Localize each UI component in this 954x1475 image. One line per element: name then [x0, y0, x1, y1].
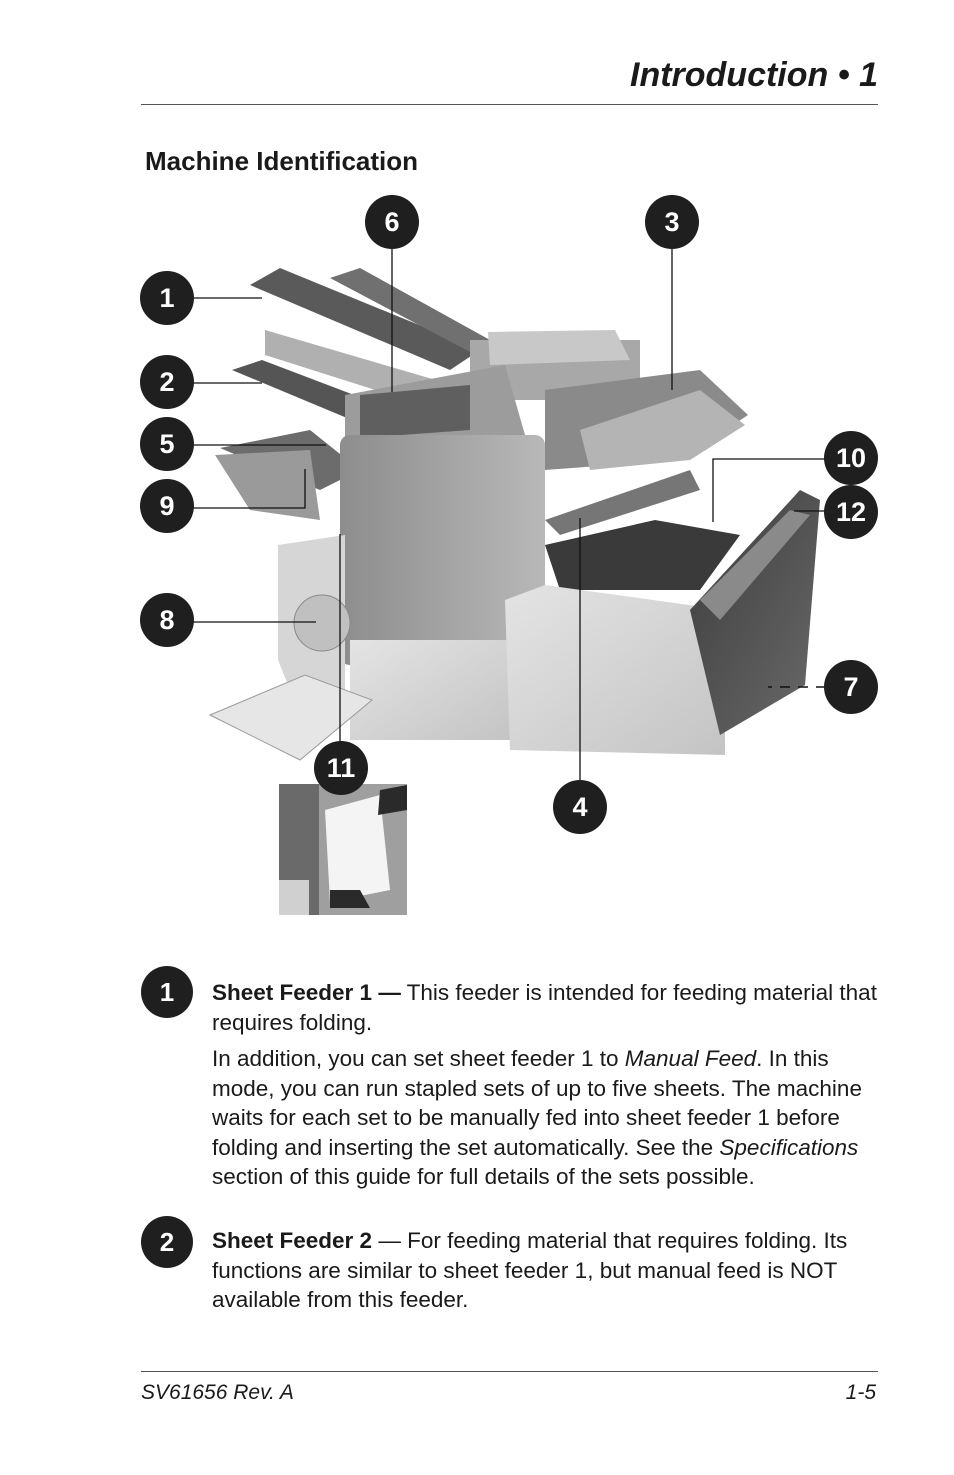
callout-2: 2 [140, 355, 194, 409]
svg-text:12: 12 [836, 497, 866, 527]
svg-text:5: 5 [159, 429, 174, 459]
item-2-title: Sheet Feeder 2 [212, 1228, 373, 1253]
callout-5: 5 [140, 417, 194, 471]
footer-rule [141, 1371, 878, 1372]
leader-lines [193, 248, 826, 784]
callout-6: 6 [365, 195, 419, 249]
callout-3: 3 [645, 195, 699, 249]
svg-text:9: 9 [159, 491, 174, 521]
svg-text:1: 1 [159, 283, 174, 313]
header-rule [141, 104, 878, 105]
svg-text:2: 2 [159, 367, 174, 397]
item-2-text: — For feeding material that requires fol… [212, 1228, 848, 1312]
svg-text:6: 6 [384, 207, 399, 237]
footer-document-id: SV61656 Rev. A [141, 1381, 294, 1404]
item-1-title: Sheet Feeder 1 — [212, 980, 401, 1005]
callout-1: 1 [140, 271, 194, 325]
footer-page-number: 1-5 [845, 1381, 876, 1404]
item-number-badge: 2 [141, 1216, 193, 1268]
specifications-reference: Specifications [719, 1134, 859, 1160]
callout-9: 9 [140, 479, 194, 533]
item-1-manual-feed-paragraph: In addition, you can set sheet feeder 1 … [212, 1046, 862, 1189]
callout-12: 12 [824, 485, 878, 539]
svg-text:7: 7 [843, 672, 858, 702]
page-header-title: Introduction • 1 [630, 56, 878, 94]
manual-feed-inset [279, 784, 407, 915]
section-heading: Machine Identification [145, 146, 419, 176]
callout-4: 4 [553, 780, 607, 834]
callout-10: 10 [824, 431, 878, 485]
item-1-text: This feeder is intended for feeding mate… [212, 980, 877, 1035]
item-number-badge: 1 [141, 966, 193, 1018]
svg-text:10: 10 [836, 443, 866, 473]
machine-illustration: 1 2 3 4 5 6 7 8 9 10 11 12 [140, 195, 878, 915]
svg-text:3: 3 [664, 207, 679, 237]
manual-feed-term: Manual Feed [624, 1046, 757, 1071]
svg-text:8: 8 [159, 605, 174, 635]
item-2-description: Sheet Feeder 2 — For feeding material th… [212, 1226, 882, 1315]
item-1-description: Sheet Feeder 1 — This feeder is intended… [212, 978, 882, 1037]
svg-text:11: 11 [327, 753, 356, 783]
svg-text:4: 4 [572, 792, 587, 822]
callout-8: 8 [140, 593, 194, 647]
machine-drawing [208, 268, 820, 761]
callout-7: 7 [824, 660, 878, 714]
callout-11: 11 [314, 741, 368, 795]
